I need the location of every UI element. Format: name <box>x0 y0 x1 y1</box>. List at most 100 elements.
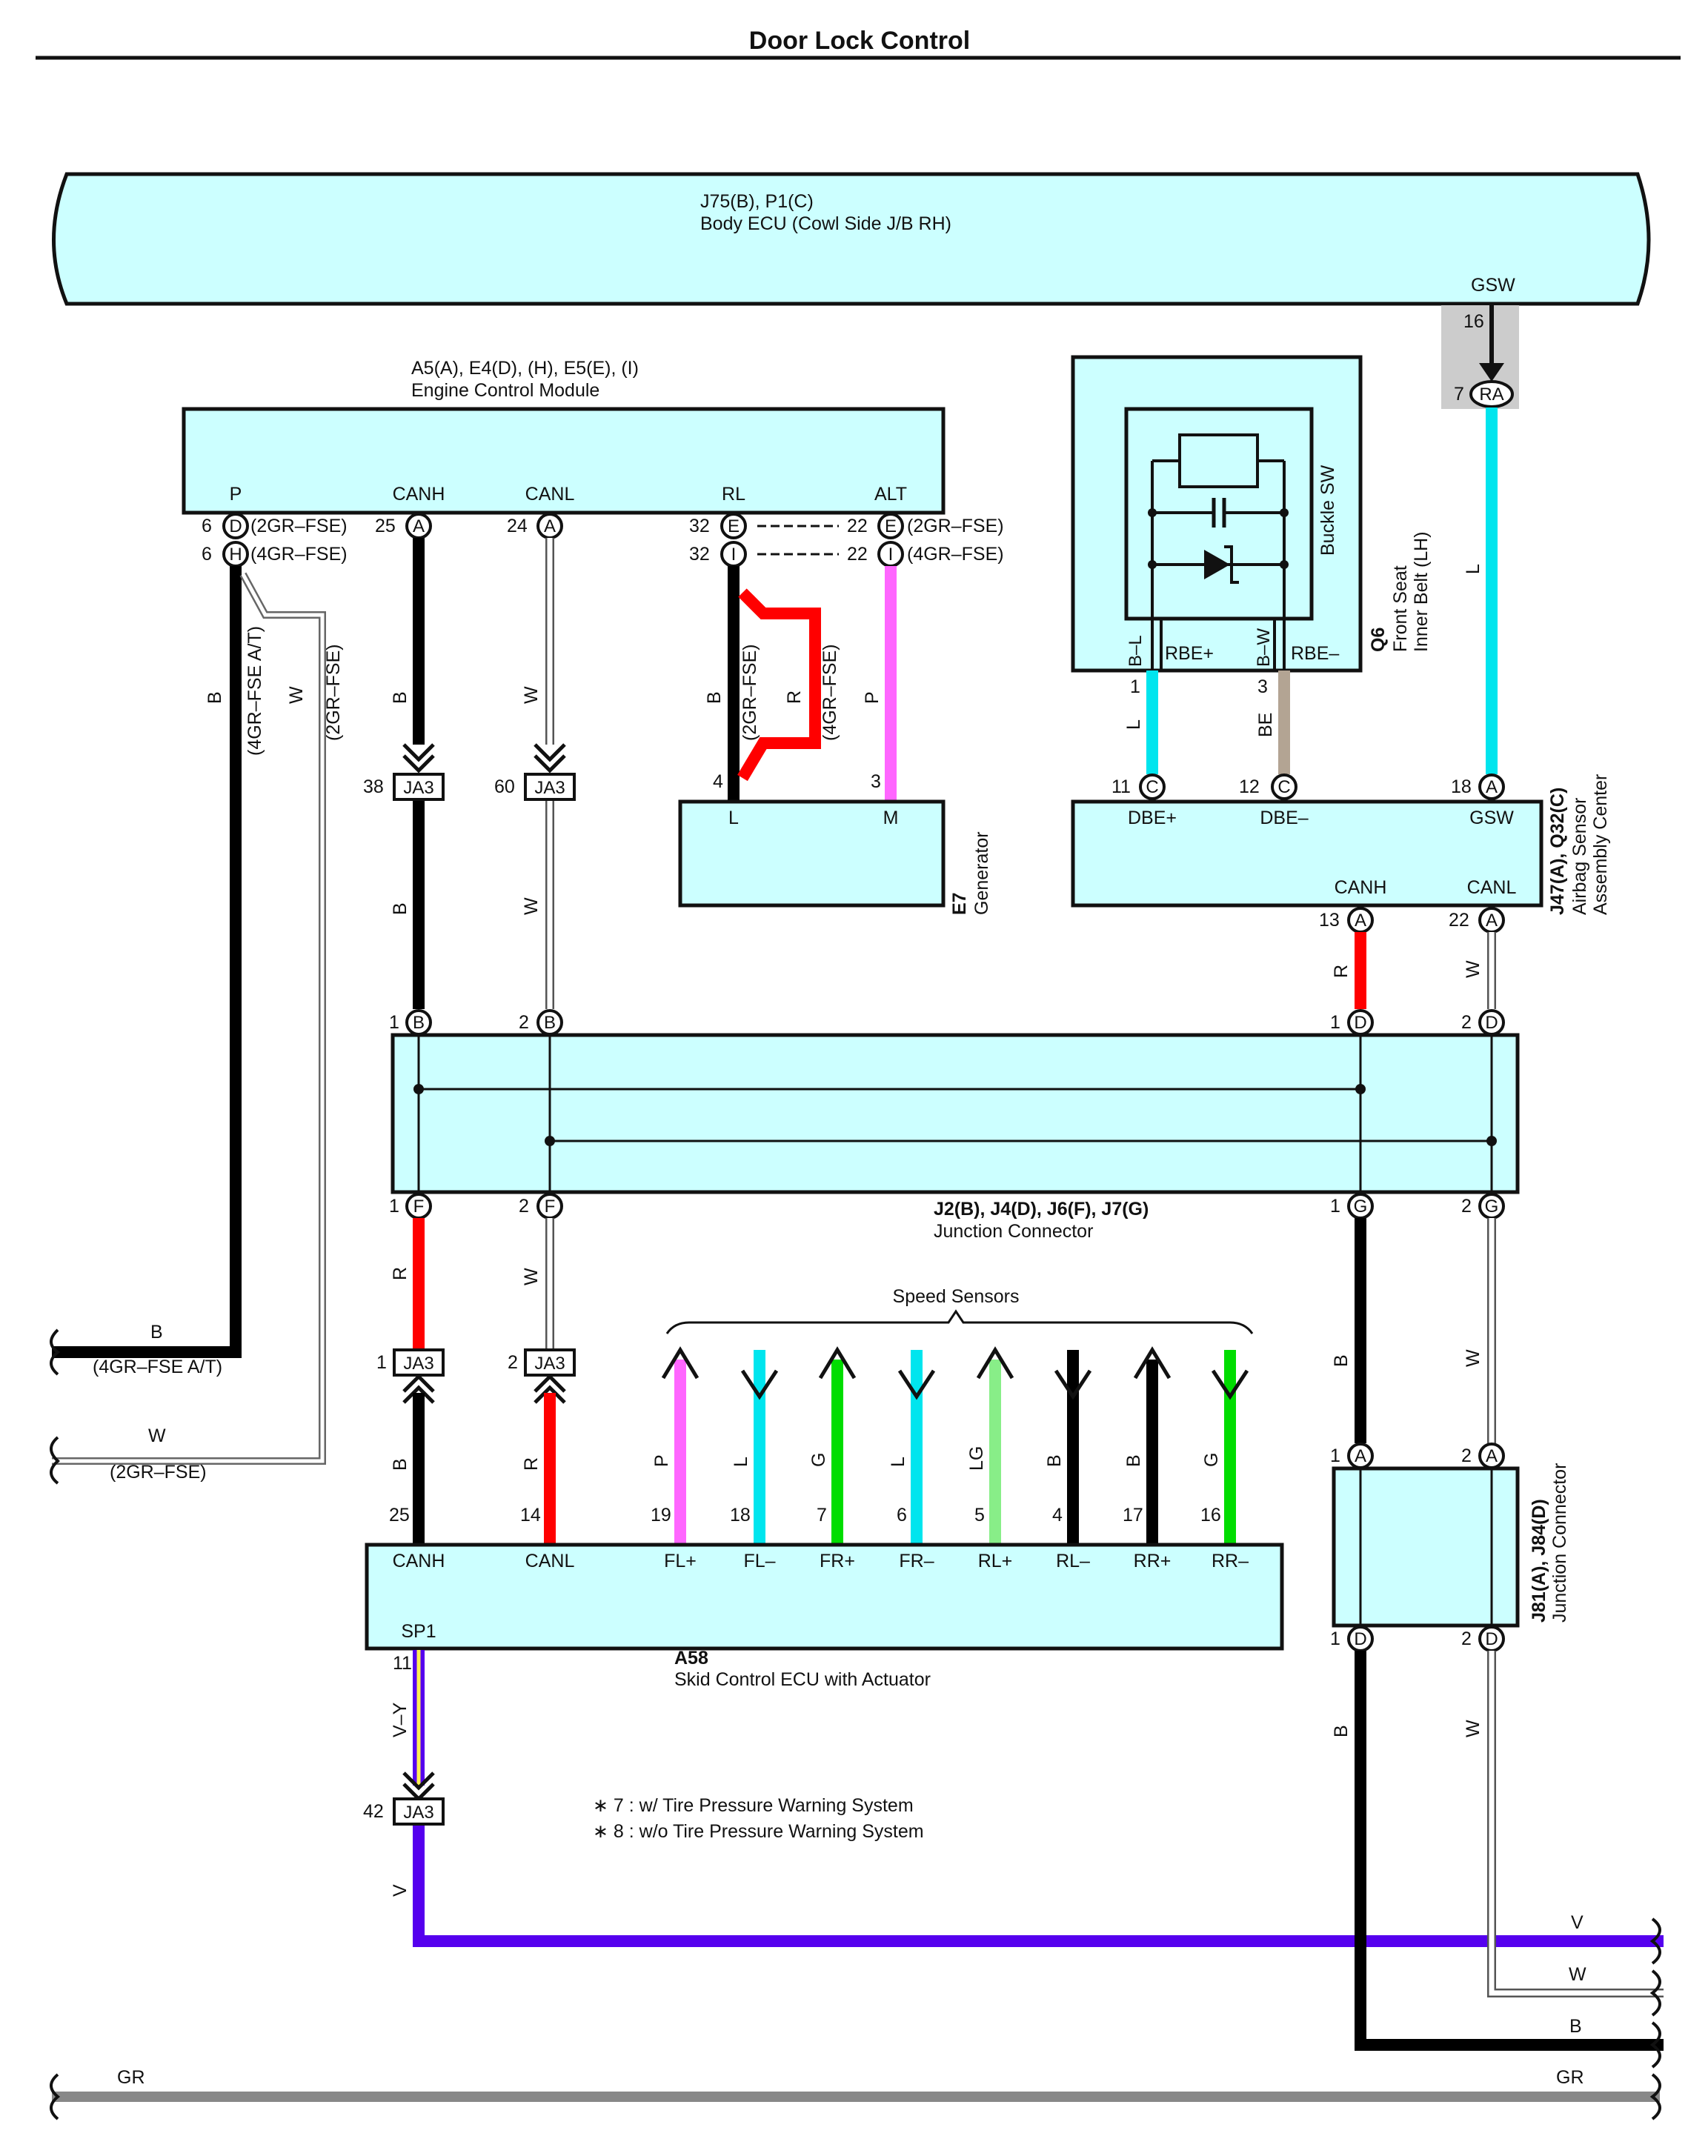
right-label-b: B <box>1569 2016 1582 2037</box>
buckle-name-1: Front Seat <box>1390 565 1411 652</box>
left-label-w: W <box>148 1425 166 1446</box>
body-ecu-name: Body ECU (Cowl Side J/B RH) <box>700 213 951 234</box>
wire-label-w-canl: W <box>521 686 542 704</box>
wire-j84-w-white <box>1489 1651 1664 1996</box>
pin-2-j81a: 2 <box>1461 1445 1472 1466</box>
body-ecu-terminal-gsw: GSW <box>1471 275 1515 296</box>
connector-ja3-42-label: JA3 <box>403 1803 433 1823</box>
pin-a-canl-airbag-label: A <box>1486 911 1498 931</box>
wire-p-white-2gr-core <box>52 573 325 1463</box>
skid-terminal-fr-plus: FR+ <box>820 1551 855 1571</box>
wire-label-p-alt: P <box>862 691 883 704</box>
right-label-w: W <box>1569 1964 1586 1985</box>
break-mark-right-w <box>1649 1969 1661 2017</box>
left-label-b: B <box>150 1322 163 1342</box>
pin-6-bottom: 6 <box>202 544 212 565</box>
ecm-name: Engine Control Module <box>411 380 599 401</box>
body-ecu-code: J75(B), P1(C) <box>700 191 814 212</box>
pin-f-2-label: F <box>545 1197 556 1217</box>
wire-label-l-dbe: L <box>1123 719 1144 730</box>
body-ecu-box <box>52 172 1651 306</box>
pin-c-dbe-plus <box>1139 773 1166 800</box>
skid-terminal-fr-minus: FR– <box>899 1551 934 1571</box>
arrow-up-icon <box>818 1346 857 1380</box>
pin-d <box>222 513 249 539</box>
jc-name: Junction Connector <box>934 1221 1093 1242</box>
ecm-terminal-rl: RL <box>722 484 745 505</box>
jc-code: J2(B), J4(D), J6(F), J7(G) <box>934 1199 1149 1220</box>
pin-b-1-label: B <box>413 1013 425 1033</box>
pin-e-alt-label: E <box>885 516 897 536</box>
node-dot <box>1486 1136 1497 1146</box>
jc2-code: J81(A), J84(D) <box>1529 1499 1549 1623</box>
pin-e-rl <box>720 513 747 539</box>
variant-4gr-p: (4GR–FSE) <box>250 544 348 565</box>
junction-connector-box <box>391 1033 1520 1194</box>
zener-diode-icon <box>1204 550 1230 579</box>
pin-a-canl-label: A <box>544 516 556 536</box>
pin-ra <box>1469 380 1514 408</box>
connector-ja3-2-label: JA3 <box>534 1354 565 1374</box>
ecm-box <box>182 407 946 515</box>
wire-label-w-j84: W <box>1463 1720 1483 1737</box>
pin-e-rl-label: E <box>728 516 740 536</box>
pin-1-d: 1 <box>1330 1012 1340 1033</box>
wire-rl-red-4gr <box>737 588 821 782</box>
pin-1-ja3: 1 <box>376 1352 387 1373</box>
wire-label-b-rr: B <box>1123 1454 1144 1467</box>
pin-c-dbe-minus-label: C <box>1277 777 1290 797</box>
airbag-terminal-canh: CANH <box>1335 877 1387 898</box>
wire-label-b-j84: B <box>1331 1725 1352 1737</box>
wire-label-w-airbag: W <box>1463 960 1483 978</box>
pin-3-generator: 3 <box>871 771 881 792</box>
pin-17-skid: 17 <box>1123 1505 1143 1525</box>
pin-22-top: 22 <box>847 516 868 536</box>
airbag-code: J47(A), Q32(C) <box>1547 788 1568 915</box>
page-title: Door Lock Control <box>749 27 970 55</box>
pin-g-2-label: G <box>1485 1197 1499 1217</box>
wire-label-r-skid: R <box>521 1457 542 1471</box>
connector-ja3-38 <box>393 773 445 801</box>
chevron-down-icon <box>534 743 566 773</box>
buckle-name-2: Inner Belt (LH) <box>1411 531 1432 652</box>
gr-label-left: GR <box>117 2067 145 2088</box>
speed-sensors-brace <box>665 1309 1254 1334</box>
break-mark-w <box>50 1436 60 1485</box>
ecm-terminal-canh: CANH <box>393 484 445 505</box>
chevron-down-icon <box>402 743 435 773</box>
pin-22-bottom: 22 <box>847 544 868 565</box>
skid-terminal-fl-minus: FL– <box>743 1551 775 1571</box>
pin-h-label: H <box>229 545 242 565</box>
pin-32-top: 32 <box>689 516 710 536</box>
pin-c-dbe-plus-label: C <box>1146 777 1158 797</box>
pin-13-airbag: 13 <box>1319 910 1340 931</box>
connector-ja3-42 <box>393 1797 445 1826</box>
pin-1-b: 1 <box>389 1012 399 1033</box>
wire-label-lg-rl: LG <box>966 1446 987 1471</box>
pin-60: 60 <box>494 776 515 797</box>
pin-3-buckle: 3 <box>1257 676 1268 697</box>
airbag-terminal-gsw: GSW <box>1469 808 1514 828</box>
buckle-sw-label: Buckle SW <box>1317 465 1338 556</box>
airbag-name-2: Assembly Center <box>1590 774 1611 915</box>
wire-label-b-p: B <box>205 691 225 704</box>
arrow-up-icon <box>1133 1346 1172 1380</box>
airbag-box <box>1071 799 1543 908</box>
pin-22-airbag: 22 <box>1449 910 1469 931</box>
skid-terminal-rl-plus: RL+ <box>978 1551 1013 1571</box>
connector-ja3-38-label: JA3 <box>403 778 433 798</box>
jc2-name: Junction Connector <box>1549 1463 1570 1623</box>
variant-4gr-alt: (4GR–FSE) <box>907 544 1004 565</box>
pin-18-skid: 18 <box>730 1505 751 1525</box>
wire-label-w-jc: W <box>521 1268 542 1285</box>
pin-6-skid: 6 <box>897 1505 907 1525</box>
wire-label-p-fl: P <box>651 1454 672 1467</box>
speed-sensors-label: Speed Sensors <box>893 1286 1020 1307</box>
pin-6-top: 6 <box>202 516 212 536</box>
skid-ecu-box <box>365 1543 1284 1651</box>
pin-32-bottom: 32 <box>689 544 710 565</box>
wire-label-b-skid: B <box>390 1458 411 1471</box>
pin-a-j81-1-label: A <box>1355 1446 1366 1466</box>
arrow-down-icon <box>897 1369 936 1400</box>
